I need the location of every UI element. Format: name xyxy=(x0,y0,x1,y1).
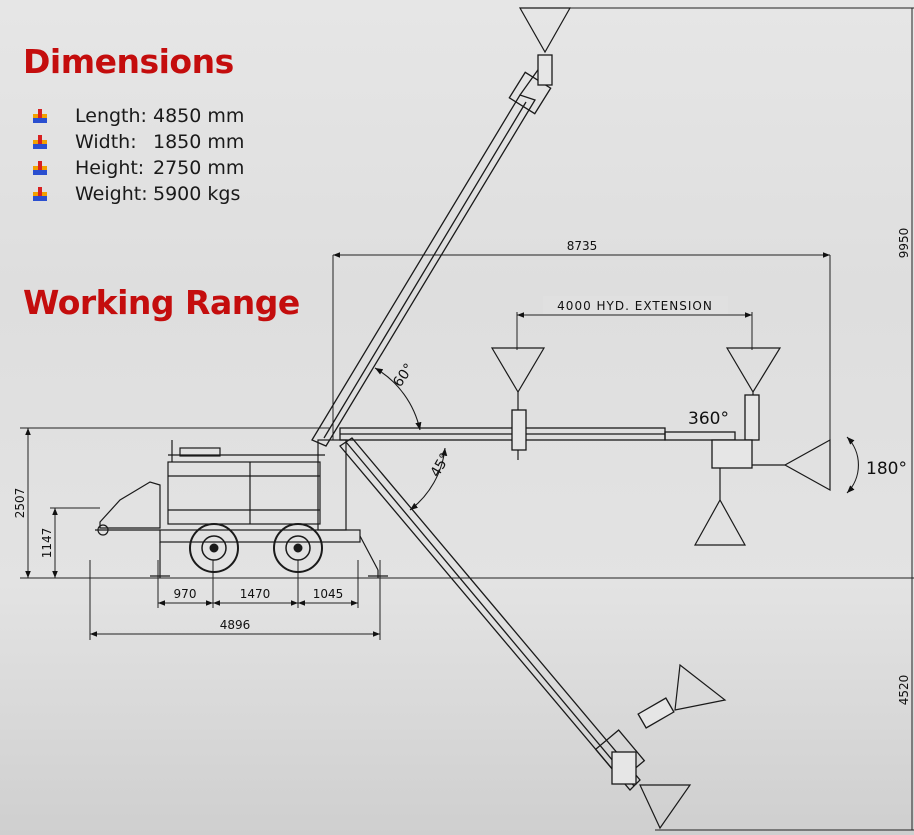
dim-1147-label: 1147 xyxy=(40,528,54,559)
spec-value: 5900 kgs xyxy=(153,183,241,205)
trailer-machine xyxy=(95,439,388,578)
plus-bullet-icon xyxy=(33,109,47,123)
plus-bullet-icon xyxy=(33,187,47,201)
spec-value: 1850 mm xyxy=(153,131,245,153)
dim-2507-label: 2507 xyxy=(13,488,27,519)
nozzle-heads xyxy=(511,54,760,785)
dim-9950-label: 9950 xyxy=(897,228,911,259)
dim-8735: 8735 xyxy=(332,239,831,440)
spec-width: Width: 1850 mm xyxy=(33,129,244,155)
spec-height: Height: 2750 mm xyxy=(33,155,244,181)
working-range-title: Working Range xyxy=(23,283,300,322)
angle-arcs xyxy=(374,367,859,511)
dim-hyd-extension: 4000 HYD. EXTENSION xyxy=(516,296,753,350)
angle-360-label: 360° xyxy=(688,409,729,429)
spec-weight: Weight: 5900 kgs xyxy=(33,181,244,207)
dim-4896-label: 4896 xyxy=(220,618,251,632)
spec-value: 2750 mm xyxy=(153,157,245,179)
angle-180-label: 180° xyxy=(866,459,907,479)
dim-2507: 2507 xyxy=(13,428,31,578)
dim-1147: 1147 xyxy=(40,507,100,578)
spec-list: Length: 4850 mm Width: 1850 mm Height: 2… xyxy=(33,103,244,207)
spec-value: 4850 mm xyxy=(153,105,245,127)
dim-8735-label: 8735 xyxy=(567,239,598,253)
booms xyxy=(311,59,736,791)
angle-60-label: 60° xyxy=(390,361,417,391)
plus-bullet-icon xyxy=(33,135,47,149)
plus-bullet-icon xyxy=(33,161,47,175)
reference-lines xyxy=(20,7,914,831)
dim-hyd-extension-label: 4000 HYD. EXTENSION xyxy=(557,299,713,313)
wheels xyxy=(189,523,323,573)
dim-4520-label: 4520 xyxy=(897,675,911,706)
spec-label: Weight: xyxy=(75,183,148,205)
dim-1470-label: 1470 xyxy=(240,587,271,601)
dimensions-title: Dimensions xyxy=(23,42,234,81)
spec-length: Length: 4850 mm xyxy=(33,103,244,129)
angle-45-label: 45° xyxy=(428,450,454,480)
bottom-dims xyxy=(89,560,381,640)
spec-label: Width: xyxy=(75,131,137,153)
dim-970-label: 970 xyxy=(174,587,197,601)
dim-1045-label: 1045 xyxy=(313,587,344,601)
spec-label: Height: xyxy=(75,157,145,179)
spec-label: Length: xyxy=(75,105,147,127)
